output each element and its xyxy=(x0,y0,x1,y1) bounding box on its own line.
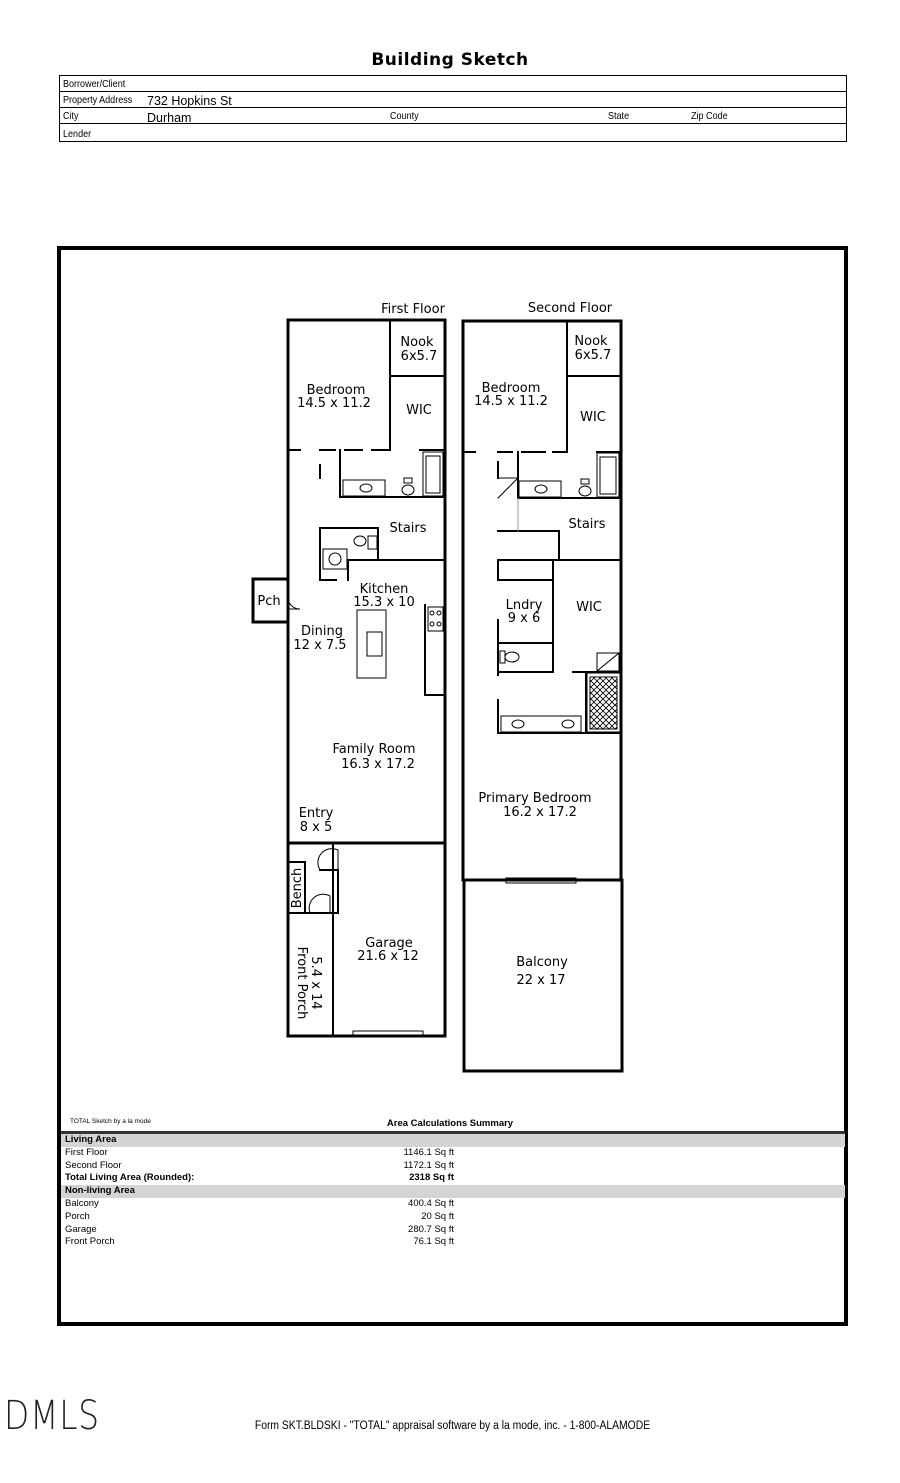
nook1-size: 6x5.7 xyxy=(401,349,438,364)
primary-name: Primary Bedroom xyxy=(478,791,591,806)
table-row: Porch 20 Sq ft xyxy=(61,1211,845,1224)
table-row: Front Porch 76.1 Sq ft xyxy=(61,1236,845,1249)
nonliving-area-label: Non-living Area xyxy=(65,1185,135,1197)
kitchen-name: Kitchen xyxy=(360,582,409,597)
family-name: Family Room xyxy=(333,742,416,757)
county-label: County xyxy=(390,110,419,122)
table-row: Balcony 400.4 Sq ft xyxy=(61,1198,845,1211)
row-label: Porch xyxy=(65,1210,90,1222)
nook2-name: Nook xyxy=(574,334,608,349)
first-floor-fixtures xyxy=(287,451,444,1038)
borrower-label: Borrower/Client xyxy=(63,78,126,90)
total-value: 2318 Sq ft xyxy=(409,1172,454,1184)
first-floor-label: First Floor xyxy=(381,302,445,317)
row-value: 20 Sq ft xyxy=(421,1210,454,1222)
table-row: First Floor 1146.1 Sq ft xyxy=(61,1147,845,1160)
balcony-outline xyxy=(462,878,624,1073)
city-value: Durham xyxy=(147,111,192,125)
first-floor-walls xyxy=(287,319,446,1037)
dmls-logo: DMLS xyxy=(4,1393,100,1439)
row-label: Front Porch xyxy=(65,1236,115,1248)
shower-hatch xyxy=(589,676,618,730)
garage-name: Garage xyxy=(365,936,413,951)
family-size: 16.3 x 17.2 xyxy=(341,757,415,772)
porch-name: Front Porch xyxy=(294,947,309,1020)
state-label: State xyxy=(608,110,630,122)
address-label: Property Address xyxy=(63,94,133,106)
row-value: 280.7 Sq ft xyxy=(408,1223,454,1235)
dining-name: Dining xyxy=(301,624,343,639)
wic3-label: WIC xyxy=(576,600,602,615)
garage-size: 21.6 x 12 xyxy=(357,949,418,964)
row-label: Balcony xyxy=(65,1197,99,1209)
row-label: Garage xyxy=(65,1223,97,1235)
total-row: Total Living Area (Rounded): 2318 Sq ft xyxy=(61,1172,845,1185)
row-value: 76.1 Sq ft xyxy=(413,1236,454,1248)
nook2-size: 6x5.7 xyxy=(575,348,612,363)
bed1-size: 14.5 x 11.2 xyxy=(297,396,371,411)
row-label: First Floor xyxy=(65,1146,108,1158)
table-row: Second Floor 1172.1 Sq ft xyxy=(61,1160,845,1173)
bed2-size: 14.5 x 11.2 xyxy=(474,394,548,409)
form-footer: Form SKT.BLDSKI - "TOTAL" appraisal soft… xyxy=(254,1420,651,1432)
dining-size: 12 x 7.5 xyxy=(293,638,346,653)
nook1-name: Nook xyxy=(400,335,434,350)
living-area-header: Living Area xyxy=(61,1134,845,1147)
city-label: City xyxy=(63,110,79,122)
lndry-name: Lndry xyxy=(506,598,543,613)
garage-porch-outline xyxy=(286,841,447,1038)
second-floor-label: Second Floor xyxy=(528,301,613,316)
bed2-name: Bedroom xyxy=(482,381,541,396)
row-value: 1172.1 Sq ft xyxy=(403,1159,454,1171)
porch-size: 5.4 x 14 xyxy=(308,956,323,1009)
second-floor-fixtures xyxy=(497,452,621,884)
lender-row: Lender xyxy=(60,126,846,142)
area-summary-table: Living Area First Floor 1146.1 Sq ft Sec… xyxy=(61,1131,845,1249)
address-row: Property Address 732 Hopkins St xyxy=(60,92,846,108)
header-table: Borrower/Client Property Address 732 Hop… xyxy=(59,75,847,142)
second-floor-walls xyxy=(462,320,622,734)
bed1-name: Bedroom xyxy=(307,383,366,398)
table-row: Garage 280.7 Sq ft xyxy=(61,1224,845,1237)
zip-label: Zip Code xyxy=(691,110,728,122)
primary-size: 16.2 x 17.2 xyxy=(503,805,577,820)
entry-name: Entry xyxy=(299,806,334,821)
wic1-label: WIC xyxy=(406,403,432,418)
row-value: 1146.1 Sq ft xyxy=(403,1146,454,1158)
sketch-frame xyxy=(57,246,848,1326)
stairs2-label: Stairs xyxy=(568,517,605,532)
kitchen-size: 15.3 x 10 xyxy=(353,595,414,610)
living-area-label: Living Area xyxy=(65,1134,117,1145)
lender-label: Lender xyxy=(63,128,92,140)
wic2-label: WIC xyxy=(580,410,606,425)
address-value: 732 Hopkins St xyxy=(147,94,232,108)
sketch-credit: TOTAL Sketch by a la mode xyxy=(70,1118,151,1125)
balcony-size: 22 x 17 xyxy=(516,973,565,988)
balcony-name: Balcony xyxy=(516,955,568,970)
bench-label: Bench xyxy=(290,868,305,909)
page-title: Building Sketch xyxy=(371,50,529,70)
lndry-size: 9 x 6 xyxy=(508,611,541,626)
borrower-row: Borrower/Client xyxy=(60,76,846,92)
stairs1-label: Stairs xyxy=(389,521,426,536)
summary-title: Area Calculations Summary xyxy=(386,1118,514,1129)
row-label: Second Floor xyxy=(65,1159,122,1171)
nonliving-area-header: Non-living Area xyxy=(61,1185,845,1198)
city-row: City Durham County State Zip Code xyxy=(60,108,846,125)
total-label: Total Living Area (Rounded): xyxy=(65,1172,195,1184)
pch-label: Pch xyxy=(257,594,280,609)
entry-size: 8 x 5 xyxy=(300,820,333,835)
row-value: 400.4 Sq ft xyxy=(408,1197,454,1209)
